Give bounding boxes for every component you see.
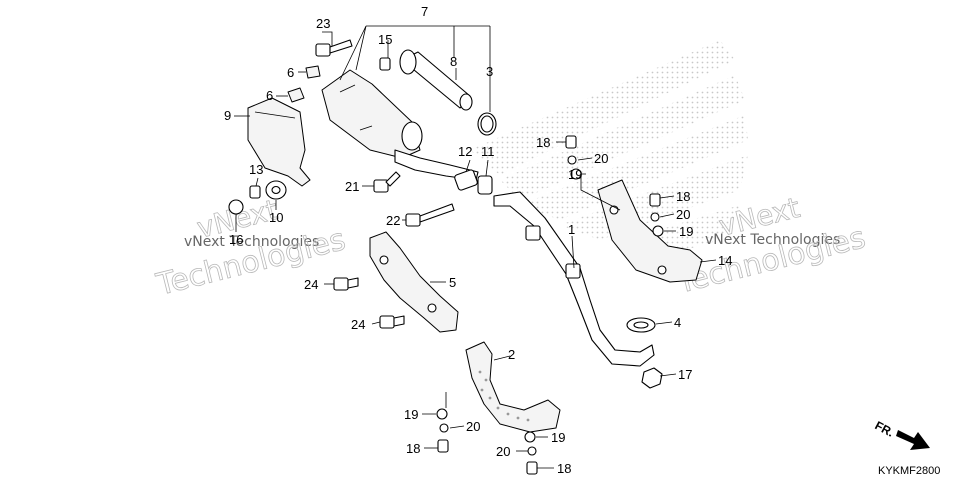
part-11-clamp — [477, 175, 493, 195]
watermark-text: vNext Technologies — [705, 232, 840, 248]
part-23-bolt — [315, 39, 353, 57]
fastener-set-c — [436, 408, 449, 453]
part-16-bolt — [228, 199, 244, 215]
part-4-gasket — [626, 317, 656, 333]
part-22-bolt — [405, 203, 455, 227]
part-12-gasket — [454, 169, 478, 191]
part-21-bolt — [373, 171, 401, 193]
callout-1: 1 — [568, 222, 575, 237]
callout-14: 14 — [718, 253, 732, 268]
callout-18b: 18 — [676, 189, 690, 204]
callout-20a: 20 — [594, 151, 608, 166]
part-10-rubber-mount — [265, 180, 287, 200]
callout-numbers: 23 7 15 8 3 6 6 9 13 16 10 21 12 11 22 1… — [224, 4, 732, 476]
callout-19d: 19 — [551, 430, 565, 445]
callout-24b: 24 — [351, 317, 365, 332]
callout-20c: 20 — [466, 419, 480, 434]
part-14-pipe-protector — [597, 179, 703, 283]
callout-2: 2 — [508, 347, 515, 362]
callout-9: 9 — [224, 108, 231, 123]
part-24-bolt — [333, 277, 405, 329]
part-5-pipe-protector — [369, 231, 459, 333]
part-2-pipe-protector — [465, 341, 561, 433]
callout-10: 10 — [269, 210, 283, 225]
leader-lines — [234, 25, 717, 469]
callout-21: 21 — [345, 179, 359, 194]
part-13-collar — [249, 185, 261, 199]
callout-12: 12 — [458, 144, 472, 159]
part-17-nut — [641, 367, 663, 389]
part-6-clip — [287, 65, 321, 103]
callout-3: 3 — [486, 64, 493, 79]
callout-22: 22 — [386, 213, 400, 228]
callout-6a: 6 — [287, 65, 294, 80]
fastener-set-d — [524, 431, 538, 475]
part-9-muffler-protector — [247, 97, 311, 187]
callout-8: 8 — [450, 54, 457, 69]
callout-13: 13 — [249, 162, 263, 177]
callout-18d: 18 — [557, 461, 571, 476]
callout-20b: 20 — [676, 207, 690, 222]
watermark-left: vNext Technologies vNext Technologies — [152, 193, 349, 304]
callout-6b: 6 — [266, 88, 273, 103]
part-8-inner-pipe — [399, 49, 473, 111]
part-1-exhaust-pipe — [493, 191, 655, 367]
front-label: FR. — [873, 418, 897, 439]
callout-20d: 20 — [496, 444, 510, 459]
part-15-bolt — [379, 57, 391, 71]
part-3-gasket — [477, 112, 497, 136]
callout-16: 16 — [229, 232, 243, 247]
callout-18c: 18 — [406, 441, 420, 456]
front-arrow-icon — [896, 430, 930, 450]
callout-15: 15 — [378, 32, 392, 47]
diagram-code: KYKMF2800 — [878, 465, 940, 477]
front-direction-indicator: FR. — [873, 418, 930, 450]
callout-4: 4 — [674, 315, 681, 330]
fastener-set-b — [649, 193, 664, 237]
callout-11: 11 — [481, 144, 495, 159]
callout-23: 23 — [316, 16, 330, 31]
callout-7: 7 — [421, 4, 428, 19]
watermark-right: vNext Technologies vNext Technologies — [672, 191, 869, 302]
callout-19a: 19 — [568, 167, 582, 182]
callout-19c: 19 — [404, 407, 418, 422]
callout-5: 5 — [449, 275, 456, 290]
part-7-muffler — [321, 69, 479, 181]
watermark-text: vNext Technologies — [184, 234, 319, 250]
callout-17: 17 — [678, 367, 692, 382]
callout-18a: 18 — [536, 135, 550, 150]
callout-19b: 19 — [679, 224, 693, 239]
callout-24a: 24 — [304, 277, 318, 292]
